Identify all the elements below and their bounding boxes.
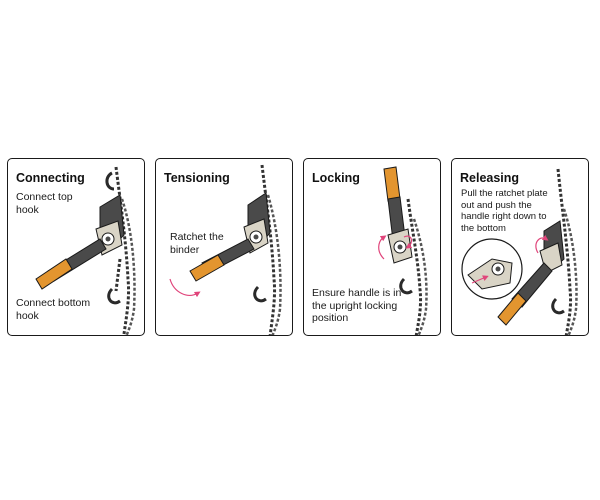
panel-tensioning: Tensioning Ratchet the binder	[155, 158, 293, 336]
binder-illustration-locking	[378, 166, 428, 335]
panel-title: Locking	[312, 171, 360, 185]
note-pull-ratchet-plate: Pull the ratchet plate out and push the …	[461, 188, 548, 234]
motion-arrow	[169, 278, 201, 298]
note-ensure-handle-upright: Ensure handle is in the upright locking …	[312, 287, 402, 324]
panel-title: Connecting	[16, 171, 85, 185]
panel-title: Tensioning	[164, 171, 230, 185]
motion-arrow	[378, 235, 387, 260]
motion-arrow	[535, 234, 549, 254]
binder-illustration-tensioning	[169, 164, 282, 335]
binder-illustration-releasing	[461, 168, 578, 335]
note-connect-top-hook: Connect top hook	[16, 191, 73, 216]
panel-connecting: Connecting Connect top hook Connect bott…	[7, 158, 145, 336]
panel-locking: Locking Ensure handle is in the upright …	[303, 158, 441, 336]
panel-title: Releasing	[460, 171, 520, 185]
motion-arrow	[471, 275, 489, 284]
note-connect-bottom-hook: Connect bottom hook	[16, 297, 91, 322]
binder-illustration-connecting	[35, 166, 136, 335]
note-ratchet-the-binder: Ratchet the binder	[170, 231, 224, 256]
panel-releasing: Releasing Pull the ratchet plate out and…	[451, 158, 589, 336]
motion-arrow	[403, 235, 413, 249]
